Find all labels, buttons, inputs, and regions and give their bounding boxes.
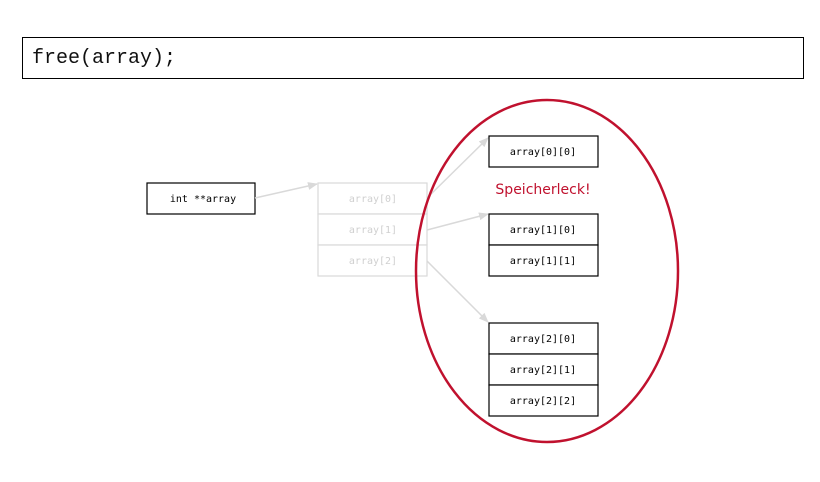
row-cell-label: array[2][0] — [510, 334, 576, 345]
row-cell-label: array[2][1] — [510, 365, 576, 376]
row-cell-label: array[1][0] — [510, 225, 576, 236]
pointer-label: int **array — [170, 194, 236, 205]
freed-cell-label: array[1] — [349, 225, 397, 236]
row-cell — [488, 322, 599, 355]
freed-cell — [317, 244, 428, 277]
pointer-variable: int **array — [146, 182, 256, 215]
row-pointer-arrow — [426, 260, 489, 323]
row-pointer-arrow — [426, 137, 489, 199]
row-0: array[0][0] — [488, 135, 599, 168]
row-cell — [488, 384, 599, 417]
row-2: array[2][0] array[2][1] array[2][2] — [488, 322, 599, 417]
row-cell-label: array[0][0] — [510, 147, 576, 158]
code-line: free(array); — [32, 47, 177, 70]
freed-cell-label: array[2] — [349, 256, 397, 267]
leak-label: Speicherleck! — [495, 182, 590, 198]
row-cell — [488, 135, 599, 168]
row-cell-label: array[1][1] — [510, 256, 576, 267]
row-cell — [488, 213, 599, 246]
row-pointer-arrow — [426, 212, 489, 231]
row-1: array[1][0] array[1][1] — [488, 213, 599, 277]
freed-cell-label: array[0] — [349, 194, 397, 205]
row-cell — [488, 244, 599, 277]
leak-ellipse — [414, 98, 680, 444]
row-cell-label: array[2][2] — [510, 396, 576, 407]
freed-cell — [317, 182, 428, 215]
freed-pointer-array: array[0] array[1] array[2] — [317, 182, 428, 277]
code-box: free(array); — [22, 37, 804, 79]
pointer-arrow — [254, 182, 318, 199]
